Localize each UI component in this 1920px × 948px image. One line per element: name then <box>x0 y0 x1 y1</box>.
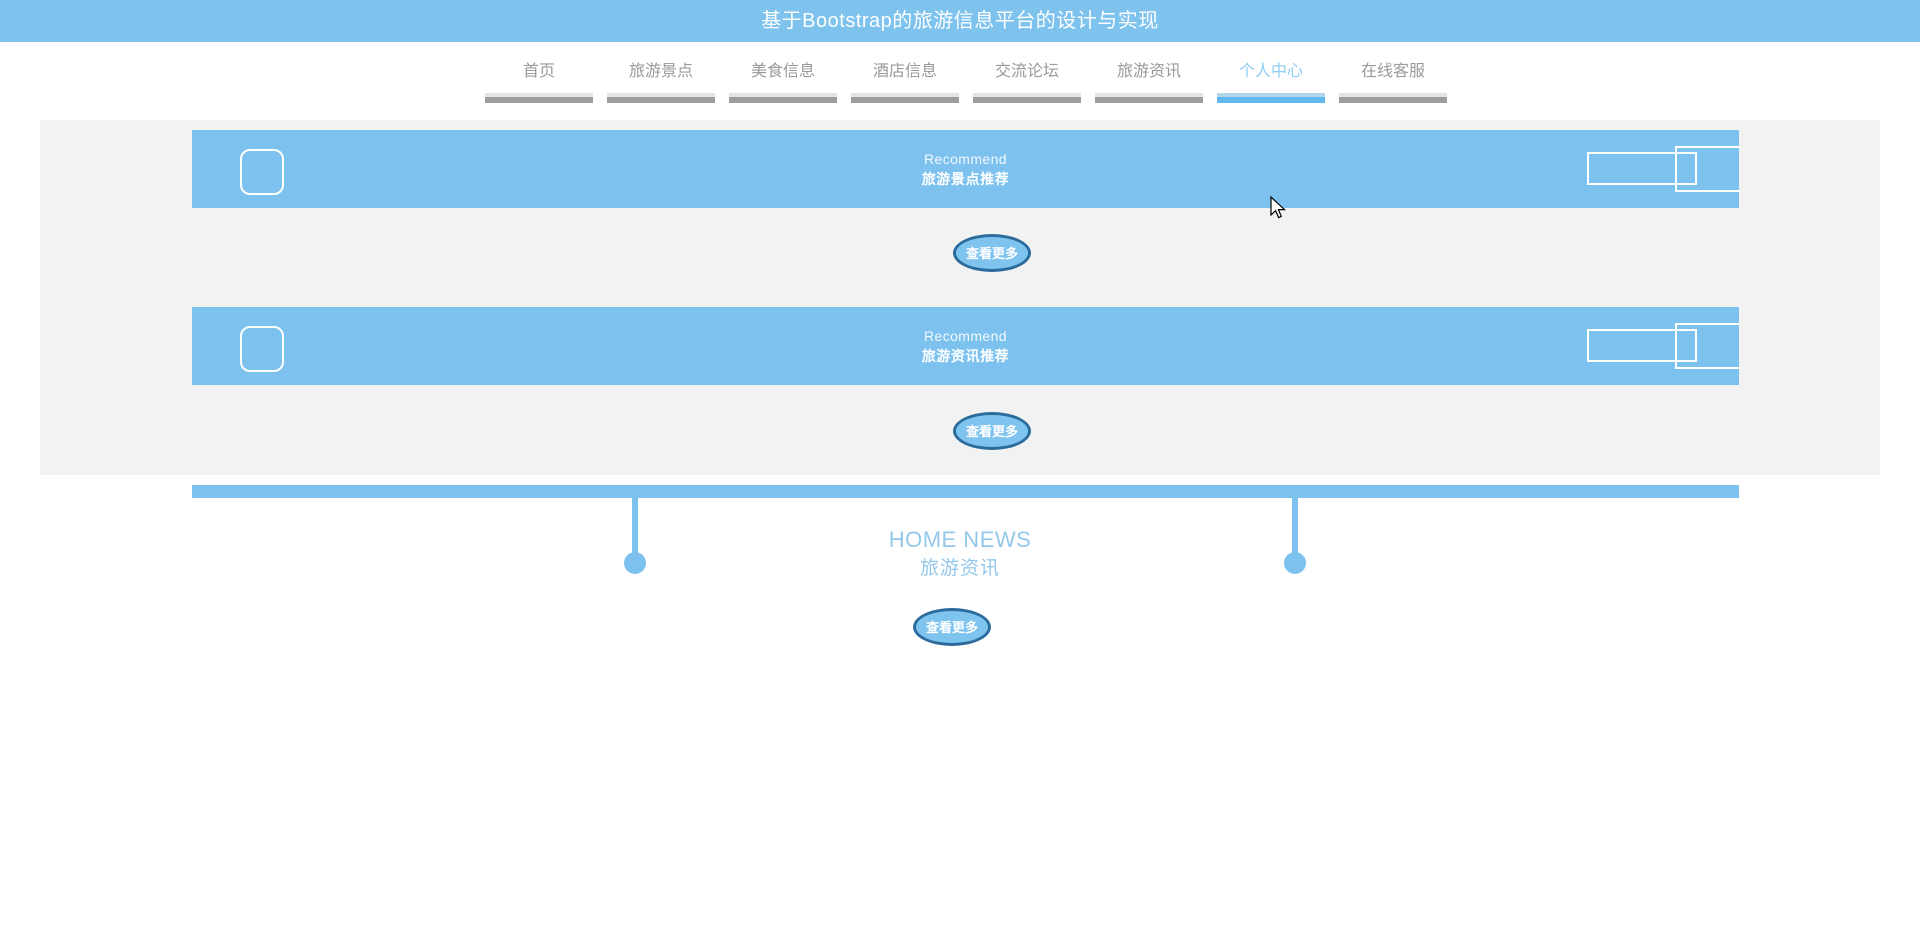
banner-cn-title: 旅游景点推荐 <box>921 171 1010 187</box>
recommend-banner-attractions[interactable]: Recommend 旅游景点推荐 <box>192 130 1739 208</box>
view-more-button-news-recommend[interactable]: 查看更多 <box>953 412 1031 450</box>
page-title: 基于Bootstrap的旅游信息平台的设计与实现 <box>761 10 1159 32</box>
view-more-button-attractions[interactable]: 查看更多 <box>953 234 1031 272</box>
nav-underline <box>1339 93 1447 103</box>
banner-cn-title: 旅游资讯推荐 <box>921 348 1010 364</box>
nav-underline <box>485 93 593 103</box>
news-en-title: HOME NEWS <box>888 527 1032 552</box>
nav-item-food[interactable]: 美食信息 <box>722 42 844 103</box>
banner-decor-shapes <box>1579 130 1739 208</box>
tall-rectangle-outline-icon <box>1675 323 1739 369</box>
news-top-divider-bar <box>192 485 1739 498</box>
nav-item-label: 交流论坛 <box>994 63 1059 80</box>
rounded-square-outline-icon <box>240 326 284 372</box>
news-dot-left-icon <box>624 552 646 574</box>
nav-underline <box>1095 93 1203 103</box>
view-more-label: 查看更多 <box>925 619 978 635</box>
nav-underline <box>851 93 959 103</box>
wide-rectangle-outline-icon <box>1587 329 1697 362</box>
nav-item-label: 首页 <box>522 63 555 80</box>
view-more-label: 查看更多 <box>965 423 1018 439</box>
nav-item-attractions[interactable]: 旅游景点 <box>600 42 722 103</box>
nav-item-label: 在线客服 <box>1360 63 1425 80</box>
banner-decor-shapes <box>1579 307 1739 385</box>
nav-underline <box>973 93 1081 103</box>
nav-item-news[interactable]: 旅游资讯 <box>1088 42 1210 103</box>
page-title-bar: 基于Bootstrap的旅游信息平台的设计与实现 <box>0 0 1920 42</box>
banner-titles: Recommend 旅游景点推荐 <box>192 130 1739 208</box>
main-navigation: 首页 旅游景点 美食信息 酒店信息 交流论坛 旅游资讯 个人中心 <box>0 42 1920 118</box>
news-stem-left <box>632 488 638 569</box>
rounded-square-outline-icon <box>240 149 284 195</box>
banner-en-title: Recommend <box>924 328 1007 344</box>
nav-item-label: 个人中心 <box>1238 63 1303 80</box>
wide-rectangle-outline-icon <box>1587 152 1697 185</box>
nav-underline-active <box>1217 93 1325 103</box>
nav-item-label: 旅游资讯 <box>1116 63 1181 80</box>
nav-underline <box>607 93 715 103</box>
view-more-button-home-news[interactable]: 查看更多 <box>913 608 991 646</box>
home-news-section: HOME NEWS 旅游资讯 查看更多 <box>0 475 1920 948</box>
view-more-label: 查看更多 <box>965 245 1018 261</box>
nav-list: 首页 旅游景点 美食信息 酒店信息 交流论坛 旅游资讯 个人中心 <box>478 42 1454 103</box>
banner-titles: Recommend 旅游资讯推荐 <box>192 307 1739 385</box>
nav-item-customer-service[interactable]: 在线客服 <box>1332 42 1454 103</box>
nav-item-forum[interactable]: 交流论坛 <box>966 42 1088 103</box>
tall-rectangle-outline-icon <box>1675 146 1739 192</box>
nav-underline <box>729 93 837 103</box>
nav-item-home[interactable]: 首页 <box>478 42 600 103</box>
recommend-banner-news[interactable]: Recommend 旅游资讯推荐 <box>192 307 1739 385</box>
banner-en-title: Recommend <box>924 151 1007 167</box>
news-heading: HOME NEWS 旅游资讯 <box>0 525 1920 583</box>
nav-item-personal-center[interactable]: 个人中心 <box>1210 42 1332 103</box>
news-dot-right-icon <box>1284 552 1306 574</box>
nav-item-label: 美食信息 <box>750 63 815 80</box>
news-stem-right <box>1292 488 1298 569</box>
nav-item-label: 酒店信息 <box>872 63 937 80</box>
recommend-section: Recommend 旅游景点推荐 查看更多 Recommend 旅游资讯推荐 查… <box>40 120 1880 475</box>
nav-item-hotels[interactable]: 酒店信息 <box>844 42 966 103</box>
nav-item-label: 旅游景点 <box>628 63 693 80</box>
news-cn-title: 旅游资讯 <box>919 558 1000 579</box>
